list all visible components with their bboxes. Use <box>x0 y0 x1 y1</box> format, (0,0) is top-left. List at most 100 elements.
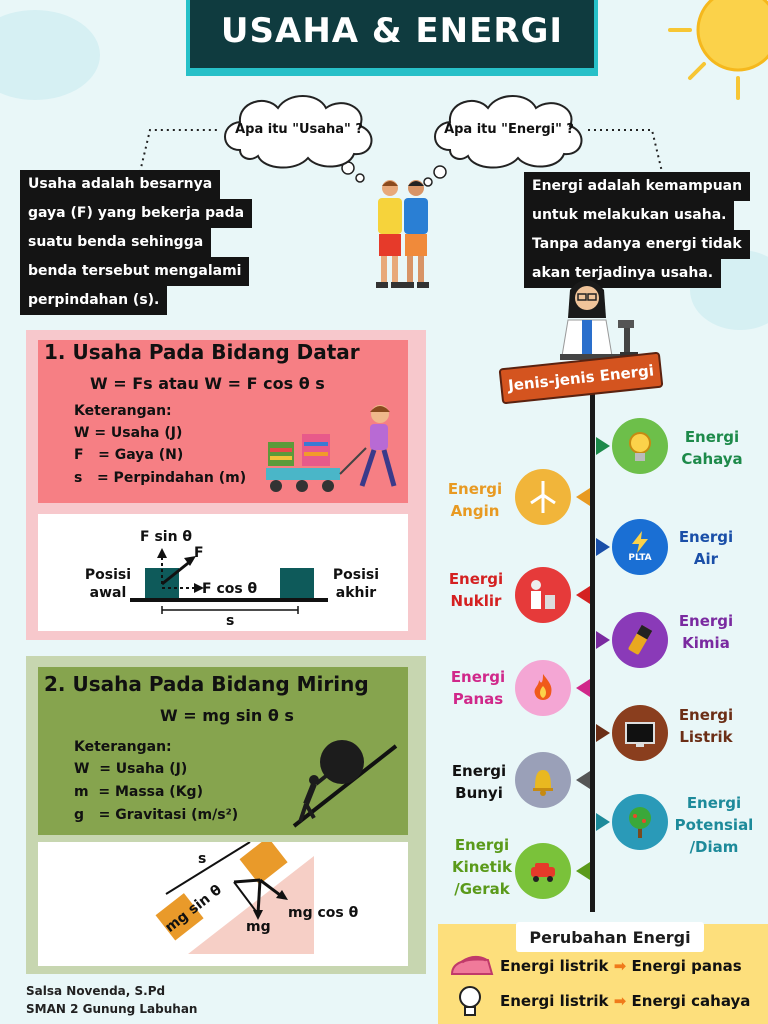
definition-energi-line: untuk melakukan usaha. <box>524 201 735 230</box>
nuclear-plant-icon <box>531 580 555 609</box>
timeline-arrow <box>576 488 590 506</box>
definition-usaha-line: perpindahan (s). <box>20 286 168 315</box>
label-line: Energi <box>684 428 740 446</box>
question-usaha: Apa itu "Usaha" ? <box>235 121 363 137</box>
node-air: PLTA <box>612 519 668 575</box>
cart-pulling-illustration <box>266 405 397 492</box>
flat-plane-diagram <box>130 548 328 614</box>
section2-legend-item: m = Massa (Kg) <box>74 784 203 800</box>
tv-icon <box>625 722 655 747</box>
label-line: Angin <box>450 502 500 520</box>
label-f-cos: F cos θ <box>202 581 258 597</box>
node-angin <box>515 469 571 525</box>
bell-icon <box>533 770 553 796</box>
label-line: Energi <box>678 612 734 630</box>
scientist-illustration <box>560 280 644 360</box>
label-posisi-akhir-line: akhir <box>335 585 377 601</box>
label-line: Listrik <box>679 728 733 746</box>
thought-connectors <box>139 129 663 187</box>
timeline-arrow <box>596 813 610 831</box>
sun-icon <box>668 0 768 100</box>
perubahan-row2-to: Energi cahaya <box>631 992 751 1010</box>
label-energi-air: Energi Air <box>672 526 740 570</box>
label-energi-angin: Energi Angin <box>440 478 510 522</box>
node-listrik <box>612 705 668 761</box>
label-posisi-awal: Posisi awal <box>78 566 138 602</box>
section2-legend-item: W = Usaha (J) <box>74 761 188 777</box>
node-potensial <box>612 794 668 850</box>
label-line: Energi <box>451 762 507 780</box>
label-line: Kinetik <box>452 858 512 876</box>
lightbulb-outline-icon <box>459 986 481 1016</box>
section2-title: 2. Usaha Pada Bidang Miring <box>44 672 369 696</box>
section1-legend-item: F = Gaya (N) <box>74 447 184 463</box>
bg-blob-left <box>0 10 100 100</box>
timeline-arrow <box>576 586 590 604</box>
question-energi: Apa itu "Energi" ? <box>444 121 574 137</box>
label-posisi-akhir: Posisi akhir <box>326 566 386 602</box>
definition-usaha-line: suatu benda sehingga <box>20 228 212 257</box>
section1-header <box>38 340 408 503</box>
fire-icon <box>534 674 552 700</box>
definition-usaha-line: Usaha adalah besarnya <box>20 170 221 199</box>
section1-legend-title: Keterangan: <box>74 403 172 419</box>
label-posisi-awal-line: Posisi <box>84 567 132 583</box>
label-line: Potensial <box>674 816 754 834</box>
label-mg-cos: mg cos θ <box>288 905 359 921</box>
section1-formula: W = Fs atau W = F cos θ s <box>90 374 325 393</box>
label-energi-potensial: Energi Potensial /Diam <box>668 792 760 858</box>
label-f: F <box>194 545 204 561</box>
label-line: Energi <box>448 570 504 588</box>
perubahan-row2-from: Energi listrik <box>500 992 609 1010</box>
label-s-flat: s <box>226 613 235 629</box>
arrow-right-icon: ➡ <box>613 992 627 1010</box>
definition-energi-line: Energi adalah kemampuan <box>524 172 751 201</box>
label-mg: mg <box>246 919 271 935</box>
node-kinetik <box>515 843 571 899</box>
section2-legend-item: g = Gravitasi (m/s²) <box>74 807 239 823</box>
definition-usaha-line: gaya (F) yang bekerja pada <box>20 199 253 228</box>
thought-cloud-energi: Apa itu "Energi" ? <box>428 88 590 172</box>
label-line: /Gerak <box>454 880 510 898</box>
definition-usaha: Usaha adalah besarnya gaya (F) yang beke… <box>20 170 260 315</box>
label-line: Energi <box>678 706 734 724</box>
label-energi-kimia: Energi Kimia <box>672 610 740 654</box>
label-line: Panas <box>452 690 504 708</box>
label-line: Cahaya <box>681 450 743 468</box>
perubahan-row1-from: Energi listrik <box>500 957 609 975</box>
label-line: Air <box>693 550 719 568</box>
label-s-incline: s <box>198 851 207 867</box>
label-posisi-akhir-line: Posisi <box>332 567 380 583</box>
label-line: Energi <box>447 480 503 498</box>
timeline-arrow <box>576 862 590 880</box>
plta-label: PLTA <box>628 553 652 563</box>
label-line: Bunyi <box>455 784 503 802</box>
thinking-people-illustration <box>376 180 429 288</box>
thought-cloud-usaha: Apa itu "Usaha" ? <box>218 88 380 172</box>
timeline-arrow <box>576 771 590 789</box>
wind-turbine-icon <box>530 481 556 513</box>
timeline-ribbon: Jenis-jenis Energi <box>498 351 664 405</box>
label-line: Nuklir <box>450 592 502 610</box>
tree-icon <box>629 807 651 838</box>
label-energi-cahaya: Energi Cahaya <box>672 426 752 470</box>
label-f-sin: F sin θ <box>140 529 193 545</box>
timeline-arrow <box>596 631 610 649</box>
node-kimia <box>612 612 668 668</box>
definition-energi: Energi adalah kemampuan untuk melakukan … <box>524 172 764 288</box>
section2-formula: W = mg sin θ s <box>160 706 294 725</box>
definition-energi-line: akan terjadinya usaha. <box>524 259 722 288</box>
footer-author: Salsa Novenda, S.Pd <box>26 984 166 998</box>
label-line: Energi <box>678 528 734 546</box>
iron-icon <box>450 955 494 975</box>
arrow-right-icon: ➡ <box>613 957 627 975</box>
label-line: Kimia <box>682 634 730 652</box>
lightning-icon <box>632 531 648 553</box>
perubahan-row-2: Energi listrik ➡ Energi cahaya <box>500 992 750 1010</box>
label-energi-listrik: Energi Listrik <box>672 704 740 748</box>
label-energi-bunyi: Energi Bunyi <box>444 760 514 804</box>
label-posisi-awal-line: awal <box>89 585 127 601</box>
timeline-arrow <box>596 437 610 455</box>
car-icon <box>531 863 555 882</box>
label-line: Energi <box>686 794 742 812</box>
